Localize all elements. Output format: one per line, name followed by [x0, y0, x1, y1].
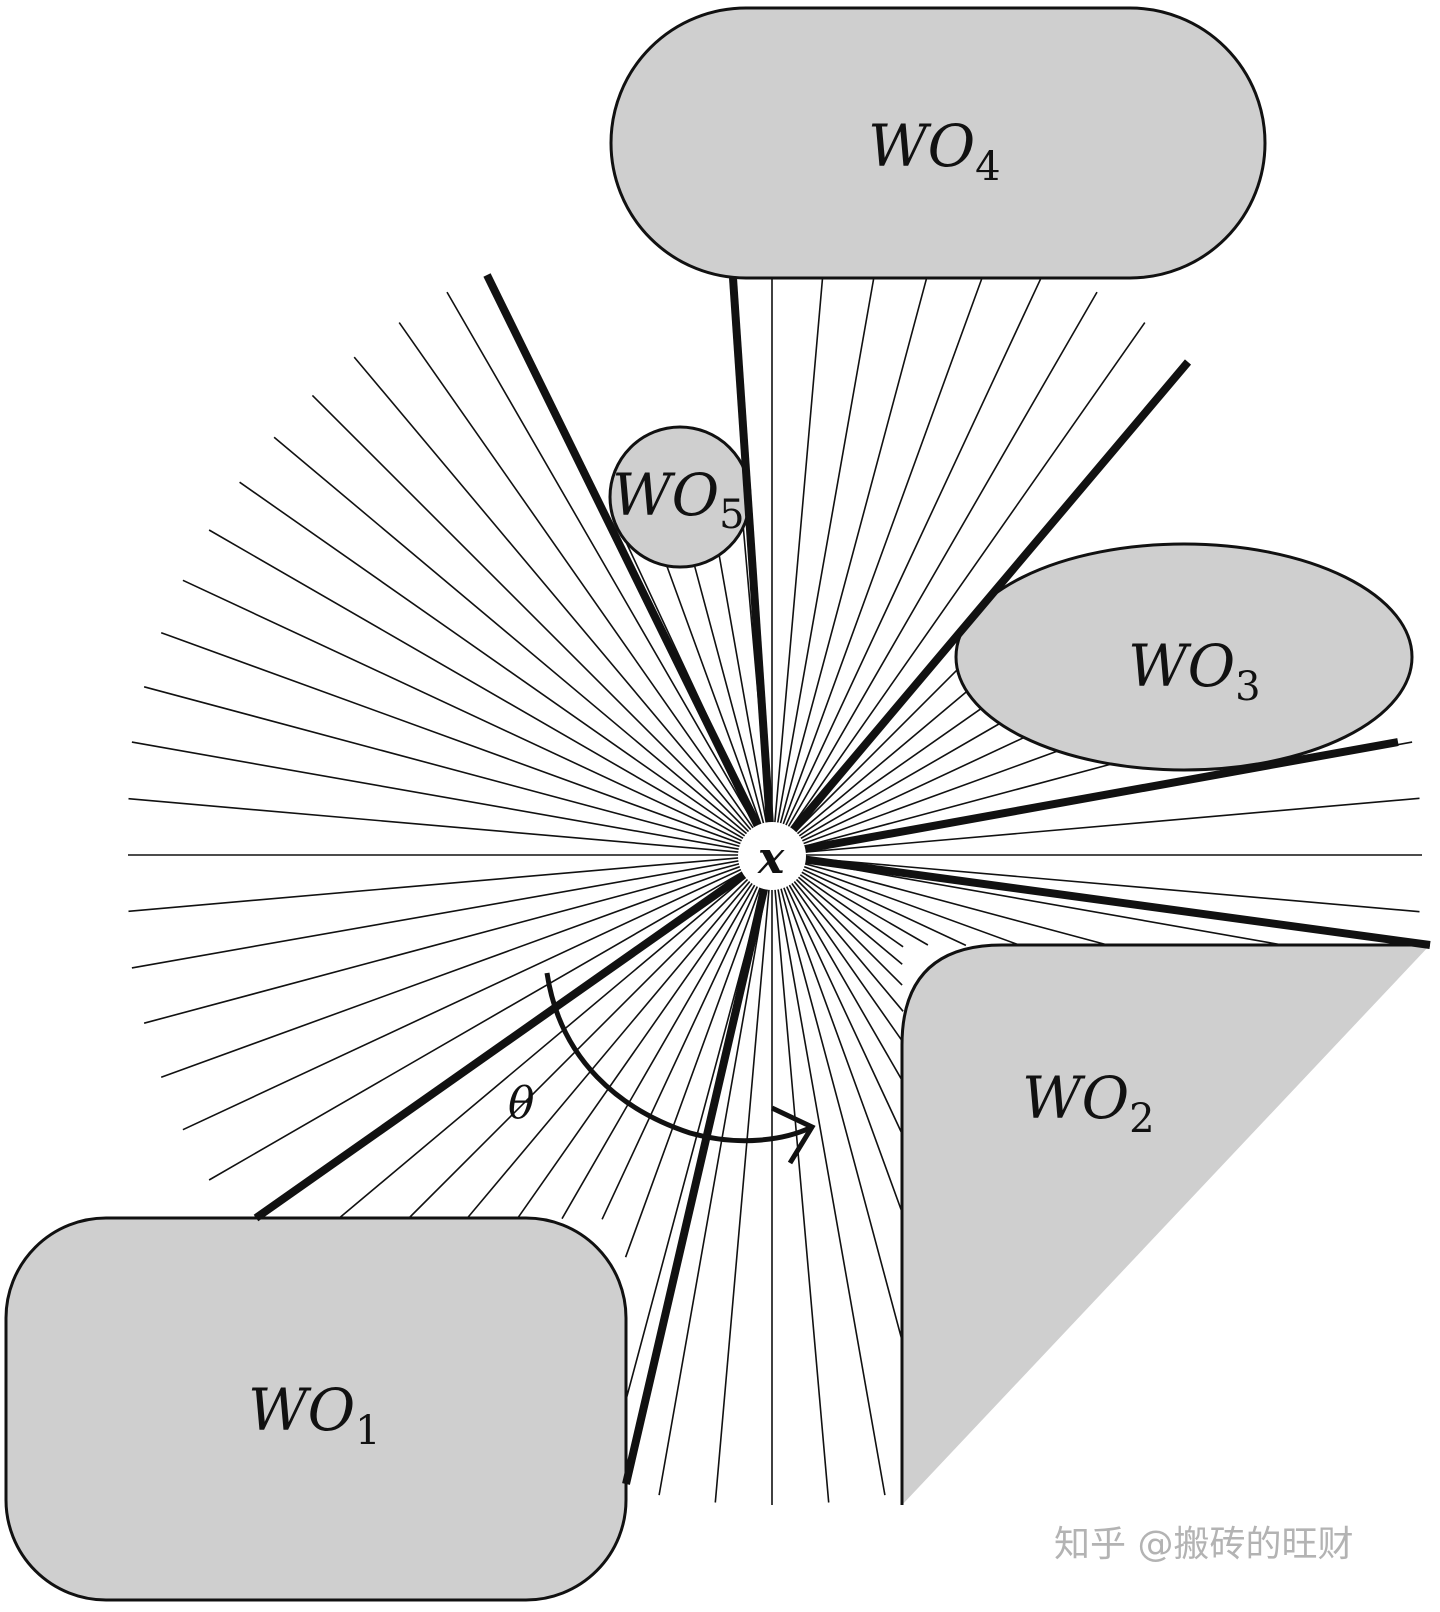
origin-label: x	[757, 833, 785, 884]
angle-arrow	[544, 972, 816, 1165]
obstacle-wo4-label: WO4	[868, 112, 1001, 190]
thin-ray	[665, 565, 773, 856]
thin-ray	[771, 707, 983, 856]
obstacle-wo5: WO5	[608, 425, 752, 569]
thin-ray	[516, 854, 773, 1220]
thin-ray	[624, 854, 773, 1258]
thin-ray	[771, 854, 903, 1081]
thin-ray	[601, 854, 773, 1220]
thin-ray	[771, 277, 875, 856]
obstacle-wo2-label: WO2	[1022, 1064, 1155, 1142]
tangent-ray-wo5-left	[483, 273, 776, 857]
thin-ray	[160, 854, 773, 1079]
thin-ray	[131, 854, 773, 969]
thin-ray	[143, 854, 773, 1024]
thin-ray	[398, 322, 773, 856]
obstacle-wo1-label: WO1	[248, 1376, 381, 1454]
thin-ray	[771, 277, 928, 856]
arrowhead-icon	[770, 1105, 816, 1165]
tangent-ray-wo3-top	[768, 359, 1192, 858]
thin-ray	[128, 797, 773, 856]
tangent-ray-wo2-top	[771, 851, 1431, 949]
thin-ray	[771, 689, 969, 856]
obstacle-wo2-outline	[900, 943, 1430, 1505]
tangent-ray-wo3-bottom	[771, 738, 1399, 859]
obstacle-wo2-shape	[902, 945, 1430, 1505]
angle-arc	[544, 972, 814, 1144]
thin-ray	[353, 356, 773, 856]
thin-ray	[771, 277, 824, 856]
thin-ray	[771, 735, 1027, 856]
thin-ray	[446, 291, 773, 856]
thin-ray	[208, 529, 773, 856]
thin-ray	[771, 722, 1002, 856]
obstacle-wo1: WO1	[4, 1216, 628, 1602]
thin-ray	[771, 291, 1098, 856]
thin-ray	[561, 854, 773, 1220]
thin-ray	[182, 854, 773, 1131]
angle-label: θ	[508, 1078, 535, 1129]
thin-ray	[337, 854, 773, 1220]
thin-ray	[273, 436, 773, 856]
thin-ray	[311, 394, 773, 856]
obstacle-wo2: WO2	[900, 943, 1430, 1505]
thin-ray	[771, 854, 886, 1496]
thin-ray	[466, 854, 773, 1219]
obstacle-wo5-label: WO5	[612, 461, 745, 538]
obstacle-wo4-shape	[609, 6, 1267, 280]
origin-point	[738, 822, 806, 890]
obstacle-wo3-label: WO3	[1128, 632, 1261, 710]
thin-ray	[771, 763, 1113, 856]
thin-ray	[143, 686, 773, 856]
obstacle-wo3: WO3	[954, 542, 1414, 772]
thin-ray	[208, 854, 773, 1181]
thin-ray	[407, 854, 773, 1220]
thin-ray	[771, 854, 904, 1343]
thin-ray	[771, 854, 904, 1043]
thin-ray	[771, 322, 1146, 856]
thin-ray	[771, 854, 903, 1135]
thin-ray	[771, 854, 1021, 947]
tangent-ray-wo1-right	[622, 854, 776, 1485]
thin-ray	[771, 854, 1420, 913]
thin-ray	[131, 741, 773, 856]
thin-ray	[771, 275, 984, 856]
thin-ray	[239, 481, 773, 856]
thin-ray	[771, 854, 967, 947]
thin-ray	[771, 854, 1109, 946]
thin-ray	[714, 854, 773, 1503]
thin-ray	[658, 854, 773, 1496]
thin-ray	[182, 579, 773, 856]
thin-ray	[771, 854, 830, 1503]
obstacle-wo4: WO4	[609, 6, 1267, 280]
obstacle-wo3-shape	[954, 542, 1414, 772]
thin-ray	[160, 631, 773, 856]
obstacle-wo1-shape	[4, 1216, 628, 1602]
thin-ray	[771, 276, 1043, 856]
thin-rays-group	[128, 275, 1422, 1505]
thin-ray	[771, 750, 1058, 856]
tangent-ray-wo4-left	[729, 277, 776, 856]
tangent-ray-wo1-top	[253, 851, 775, 1222]
thin-ray	[128, 854, 773, 913]
thin-ray	[771, 797, 1420, 856]
thin-ray	[693, 564, 773, 856]
thin-ray	[771, 854, 904, 1215]
thin-ray	[718, 553, 773, 856]
tangent-rays-group	[253, 273, 1431, 1485]
watermark-text: 知乎 @搬砖的旺财	[1054, 1524, 1353, 1565]
